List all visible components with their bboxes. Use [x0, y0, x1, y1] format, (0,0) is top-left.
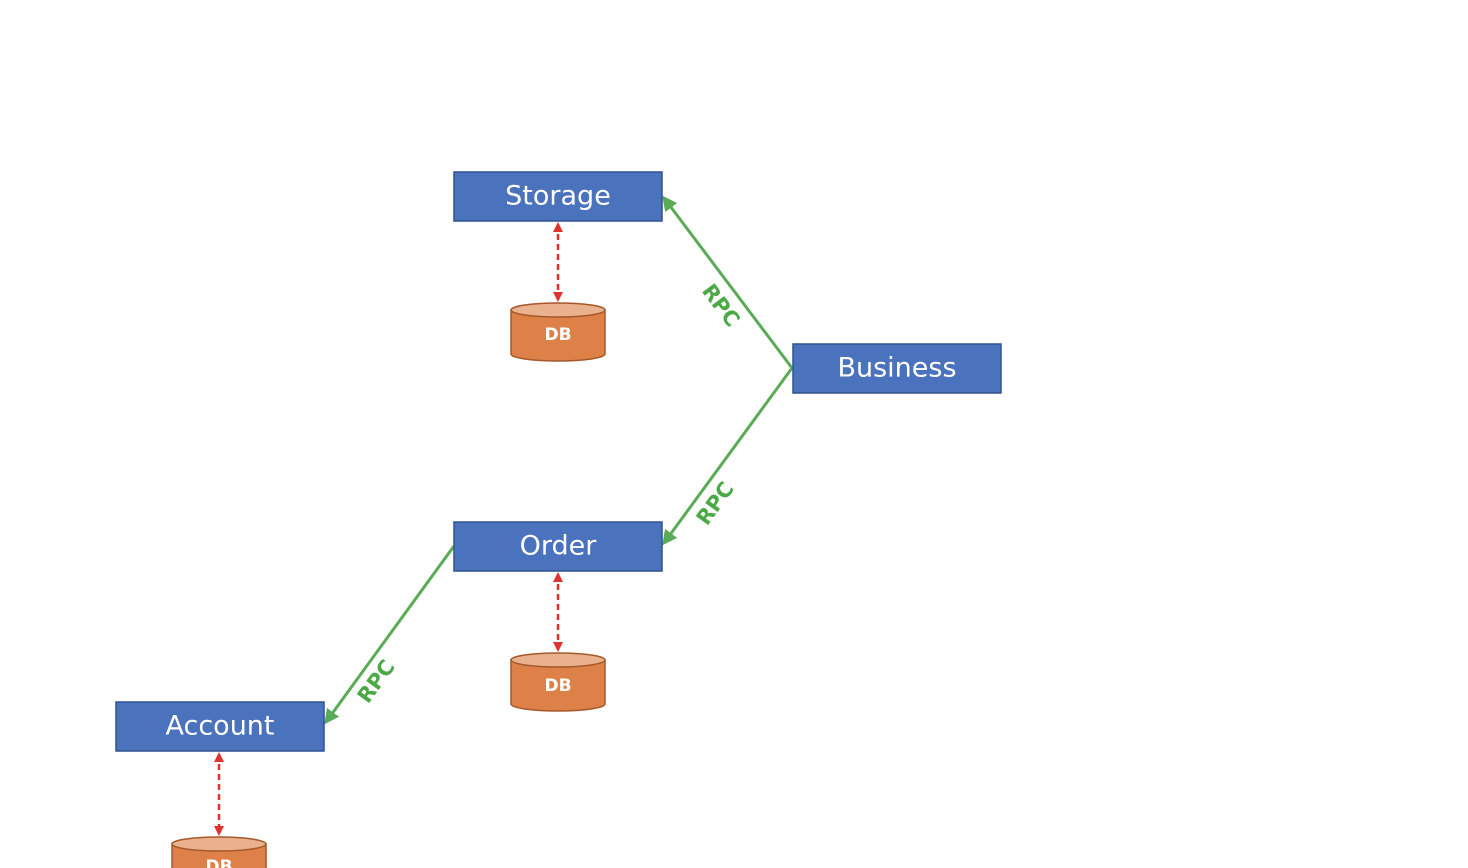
database-order: DB	[510, 652, 606, 712]
service-label-storage: Storage	[505, 181, 611, 212]
database-storage: DB	[510, 302, 606, 362]
db-label-account: DB	[205, 857, 232, 868]
rpc-line-business-storage	[662, 195, 794, 369]
service-label-order: Order	[520, 531, 598, 562]
rpc-line-order-account	[324, 545, 456, 725]
service-label-business: Business	[837, 353, 956, 384]
service-node-business: Business	[792, 343, 1002, 394]
rpc-label-order-account: RPC	[353, 655, 400, 707]
service-node-storage: Storage	[453, 171, 663, 222]
service-node-account: Account	[115, 701, 325, 752]
rpc-line-business-order	[662, 367, 794, 546]
rpc-label-business-order: RPC	[692, 477, 739, 529]
rpc-label-business-storage: RPC	[697, 279, 744, 331]
service-label-account: Account	[165, 711, 274, 742]
db-label-storage: DB	[544, 325, 571, 345]
service-node-order: Order	[453, 521, 663, 572]
database-account: DB	[171, 836, 267, 868]
db-label-order: DB	[544, 676, 571, 696]
